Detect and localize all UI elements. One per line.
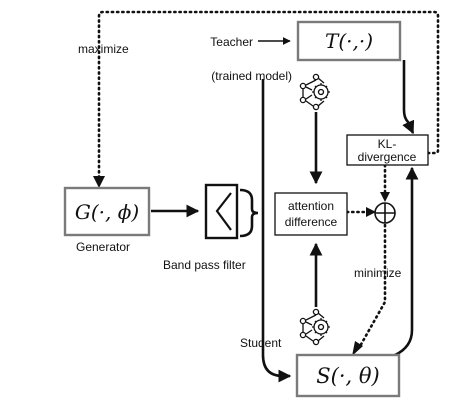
attention-line1: attention	[288, 199, 334, 213]
kl-line1: KL-	[378, 137, 397, 151]
kl-line2: divergence	[358, 150, 417, 164]
minimize-label: minimize	[354, 266, 402, 280]
student-symbol: S(·, θ)	[316, 364, 379, 388]
attention-line2: difference	[285, 215, 338, 229]
teacher-model-icon	[299, 73, 330, 111]
sum-to-student-arrowhead	[352, 341, 363, 356]
student-branch-edge	[261, 79, 292, 383]
student-to-kl-edge	[394, 166, 419, 357]
band-pass-filter-label: Band pass filter	[163, 258, 246, 272]
band-pass-filter-icon	[204, 183, 239, 240]
kl-to-sum-arrowhead	[380, 192, 390, 202]
teacher-label: Teacher	[210, 35, 253, 49]
filter-output-brace	[239, 188, 259, 238]
teacher-sublabel: (trained model)	[211, 69, 292, 83]
teacher-box	[296, 20, 402, 62]
maximize-label: maximize	[78, 42, 129, 56]
generator-label: Generator	[76, 240, 130, 254]
student-box	[295, 353, 401, 398]
generator-symbol: G(·, ϕ)	[75, 200, 139, 224]
circled-plus-icon	[374, 202, 396, 224]
teacher-symbol: T(·,·)	[325, 29, 373, 53]
generator-box	[63, 186, 151, 237]
teacher-to-kl-edge	[402, 60, 415, 135]
student-label: Student	[240, 336, 282, 350]
attention-to-sum-arrowhead	[366, 207, 376, 217]
kl-divergence-box	[346, 134, 429, 166]
student-model-icon	[299, 308, 330, 346]
maximize-arrowhead	[93, 176, 105, 188]
maximize-loop-edge	[97, 10, 440, 180]
sum-to-student-edge	[357, 223, 387, 350]
attention-difference-box	[274, 192, 348, 236]
